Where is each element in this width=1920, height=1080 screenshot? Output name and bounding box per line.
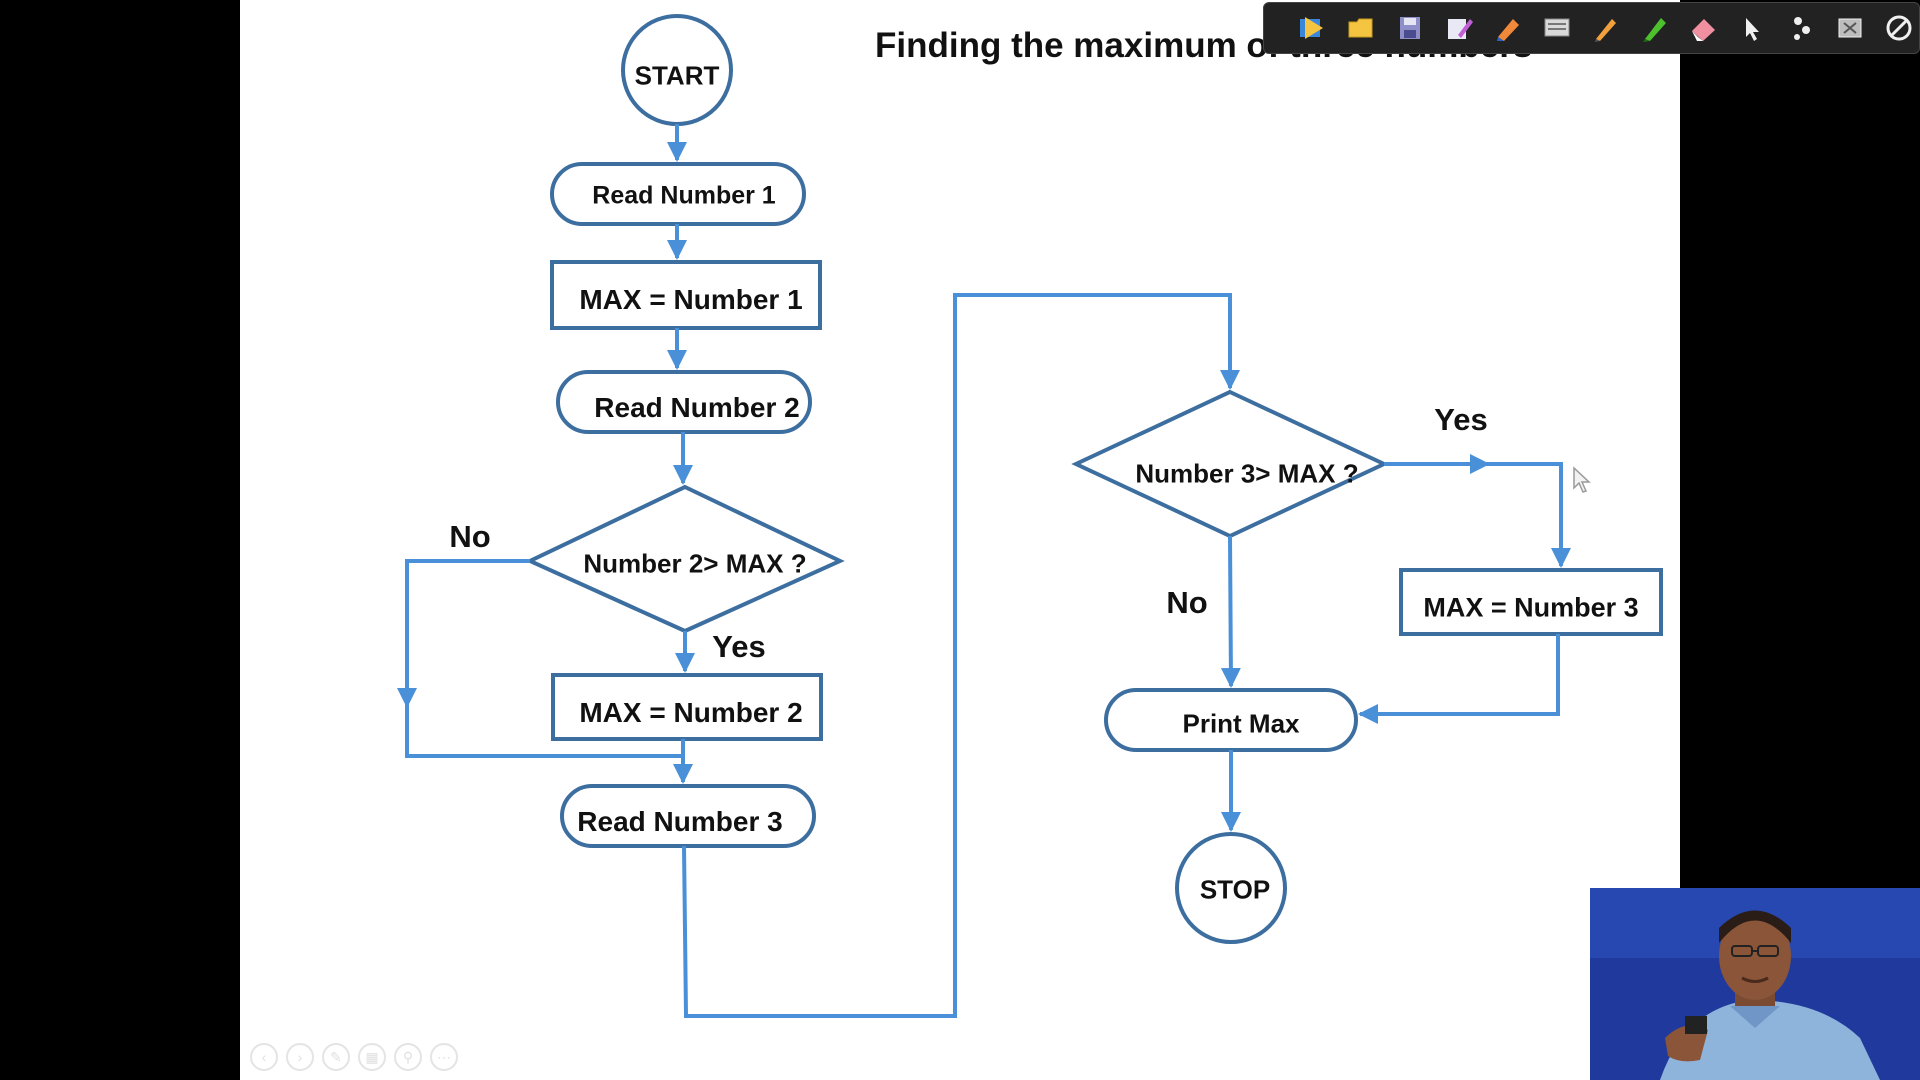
read-number-3-node bbox=[560, 784, 816, 848]
laser-icon[interactable] bbox=[1781, 8, 1821, 48]
more-icon[interactable]: ⋯ bbox=[430, 1043, 458, 1071]
start-label: START bbox=[634, 60, 720, 91]
edge-decision3-no bbox=[1220, 535, 1241, 688]
stop-label: STOP bbox=[1199, 874, 1271, 905]
close-icon[interactable] bbox=[1879, 8, 1919, 48]
pencil-icon[interactable] bbox=[1586, 8, 1626, 48]
max-equals-number-2-label: MAX = Number 2 bbox=[579, 697, 803, 728]
slideshow-controls: ‹ › ✎ ▦ ⚲ ⋯ bbox=[250, 1043, 458, 1071]
screen-icon[interactable] bbox=[1537, 8, 1577, 48]
max-equals-number-3-label: MAX = Number 3 bbox=[1423, 592, 1639, 623]
decision-3-no-label: No bbox=[1166, 585, 1208, 620]
edge-read3-decision3 bbox=[682, 293, 1240, 1018]
decision-number-2-label: Number 2> MAX ? bbox=[583, 548, 807, 579]
read-number-1-label: Read Number 1 bbox=[592, 181, 776, 210]
slides-icon[interactable]: ▦ bbox=[358, 1043, 386, 1071]
max-equals-number-2-node bbox=[551, 673, 823, 741]
decision-number-3-label: Number 3> MAX ? bbox=[1135, 458, 1359, 489]
clear-icon[interactable] bbox=[1830, 8, 1870, 48]
folder-icon[interactable] bbox=[1341, 8, 1381, 48]
pen-tool-icon[interactable]: ✎ bbox=[322, 1043, 350, 1071]
max-equals-number-1-label: MAX = Number 1 bbox=[579, 284, 803, 315]
pen-icon[interactable] bbox=[1439, 8, 1479, 48]
decision-2-no-label: No bbox=[449, 519, 491, 554]
edge-decision2-no bbox=[405, 559, 683, 758]
flowchart-canvas bbox=[397, 14, 1663, 1018]
max-equals-number-1-node bbox=[550, 260, 822, 330]
slide: Finding the maximum of three numbers STA… bbox=[240, 0, 1680, 1080]
mouse-cursor-icon bbox=[1573, 466, 1591, 493]
save-icon[interactable] bbox=[1390, 8, 1430, 48]
stop-node bbox=[1175, 832, 1287, 944]
marker-icon[interactable] bbox=[1488, 8, 1528, 48]
annotation-toolbar bbox=[1263, 2, 1920, 54]
presenter-figure bbox=[1590, 888, 1920, 1080]
zoom-icon[interactable]: ⚲ bbox=[394, 1043, 422, 1071]
edge-decision3-yes bbox=[1384, 462, 1571, 568]
read-number-2-label: Read Number 2 bbox=[594, 392, 800, 423]
presenter-video bbox=[1590, 888, 1920, 1080]
decision-3-yes-label: Yes bbox=[1434, 402, 1488, 437]
print-max-label: Print Max bbox=[1182, 708, 1300, 739]
play-icon[interactable] bbox=[1292, 8, 1332, 48]
next-icon[interactable]: › bbox=[286, 1043, 314, 1071]
decision-2-yes-label: Yes bbox=[712, 629, 766, 664]
eraser-icon[interactable] bbox=[1683, 8, 1723, 48]
edge-assign3-print bbox=[1358, 634, 1560, 724]
read-number-3-label: Read Number 3 bbox=[577, 806, 783, 837]
prev-icon[interactable]: ‹ bbox=[250, 1043, 278, 1071]
pointer-icon[interactable] bbox=[1732, 8, 1772, 48]
highlighter-icon[interactable] bbox=[1634, 8, 1674, 48]
max-equals-number-3-node bbox=[1399, 568, 1663, 636]
